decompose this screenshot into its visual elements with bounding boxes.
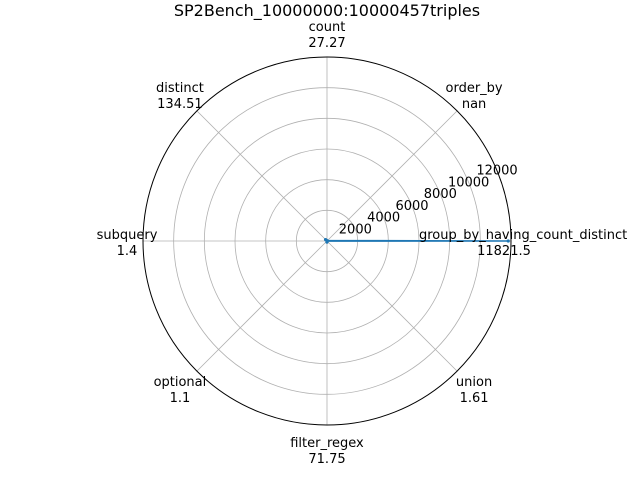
category-name: optional [154,375,207,390]
category-name: filter_regex [290,436,364,451]
category-name: count [309,20,346,35]
radial-tick-label: 10000 [448,175,489,190]
category-value: 11821.5 [477,244,531,259]
grid-spoke [196,240,328,372]
grid-spoke [196,110,328,242]
category-value: nan [462,97,486,112]
data-point [506,239,510,243]
category-value: 134.51 [157,97,203,112]
category-value: 27.27 [308,36,345,51]
category-name: group_by_having_count_distinct [419,228,627,243]
category-value: 1.61 [460,391,489,406]
category-name: union [456,375,492,390]
category-value: 71.75 [308,452,345,467]
polar-frame [142,56,512,426]
chart-title: SP2Bench_10000000:10000457triples [174,1,480,21]
radial-tick-label: 2000 [339,222,372,237]
category-name: subquery [97,228,158,243]
series-layer [323,237,510,244]
data-point [325,239,329,243]
radial-tick-label: 12000 [476,164,517,179]
grid-spoke [326,240,458,372]
grid-spoke [326,110,458,242]
category-name: distinct [156,81,204,96]
radial-tick-label: 8000 [424,187,457,202]
radial-tick-label: 4000 [367,211,400,226]
category-value: 1.4 [117,244,138,259]
radial-tick-label: 6000 [395,199,428,214]
category-value: 1.1 [170,391,191,406]
category-name: order_by [446,81,503,96]
